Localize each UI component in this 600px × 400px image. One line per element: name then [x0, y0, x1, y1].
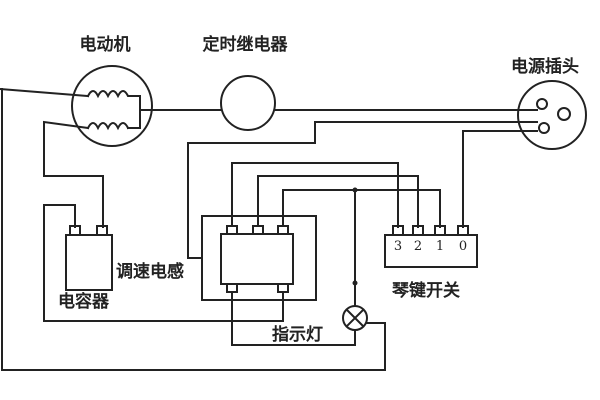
capacitor-label: 电容器 — [58, 291, 110, 312]
wires — [0, 87, 538, 371]
motor — [71, 65, 153, 147]
junction-dot — [352, 187, 358, 193]
switch-position-1: 1 — [436, 239, 444, 254]
key-switch: 3 2 1 0 — [384, 225, 478, 268]
indicator-lamp-label: 指示灯 — [272, 324, 323, 345]
capacitor — [65, 225, 113, 291]
motor-label: 电动机 — [80, 34, 131, 55]
switch-position-0: 0 — [459, 239, 467, 254]
speed-inductor — [201, 215, 317, 301]
junction-dot — [352, 280, 358, 286]
switch-position-3: 3 — [394, 239, 402, 254]
timer-relay-label: 定时继电器 — [203, 34, 289, 55]
power-plug-label: 电源插头 — [511, 56, 579, 77]
indicator-lamp — [342, 305, 368, 331]
power-plug — [517, 80, 587, 150]
key-switch-label: 琴键开关 — [392, 280, 460, 301]
timer-relay — [220, 75, 276, 131]
speed-inductor-label: 调速电感 — [116, 261, 184, 282]
switch-position-2: 2 — [414, 239, 422, 254]
